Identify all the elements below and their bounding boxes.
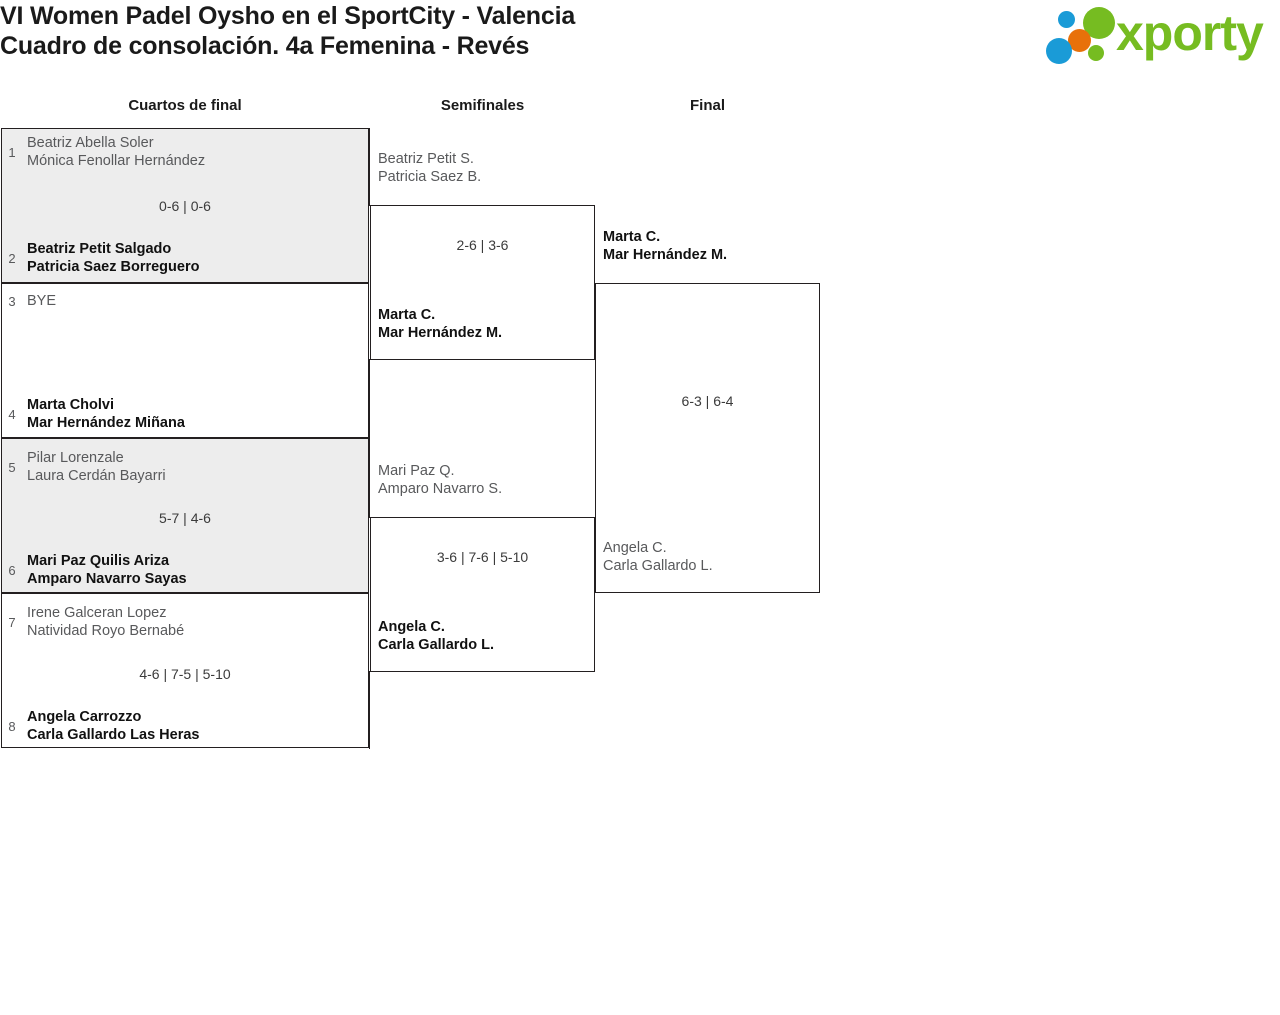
page-header: VI Women Padel Oysho en el SportCity - V… xyxy=(0,0,1280,88)
team-row[interactable]: Marta C. Mar Hernández M. xyxy=(595,226,820,266)
team-row[interactable]: 7 Irene Galceran Lopez Natividad Royo Be… xyxy=(1,602,369,642)
team-row[interactable]: 6 Mari Paz Quilis Ariza Amparo Navarro S… xyxy=(1,550,369,590)
connector-line xyxy=(594,592,595,672)
connector-line xyxy=(594,205,595,284)
seed-number: 4 xyxy=(8,406,16,422)
tournament-subtitle: Cuadro de consolación. 4a Femenina - Rev… xyxy=(0,32,530,60)
match-box-semifinal-2[interactable] xyxy=(370,517,595,672)
match-box-final[interactable] xyxy=(595,283,820,593)
connector-line xyxy=(369,671,370,749)
match-box-quarterfinal-4[interactable] xyxy=(1,593,369,748)
player-name: Carla Gallardo L. xyxy=(603,558,713,574)
seed-number: 6 xyxy=(8,562,16,578)
team-players: Angela Carrozzo Carla Gallardo Las Heras xyxy=(23,708,199,744)
team-row[interactable]: 3 BYE xyxy=(1,290,369,312)
tournament-name: VI Women Padel Oysho en el SportCity - V… xyxy=(0,2,576,30)
player-name: Patricia Saez B. xyxy=(378,169,482,185)
player-name: Mari Paz Quilis Ariza xyxy=(27,553,170,569)
seed-number: 2 xyxy=(8,250,16,266)
player-name: Beatriz Abella Soler xyxy=(27,135,154,151)
team-players: Irene Galceran Lopez Natividad Royo Bern… xyxy=(23,604,184,640)
round-header-semifinals: Semifinales xyxy=(440,97,525,114)
team-players: Marta C. Mar Hernández M. xyxy=(370,306,502,342)
team-players: Beatriz Abella Soler Mónica Fenollar Her… xyxy=(23,134,205,170)
player-name: Amparo Navarro S. xyxy=(378,481,503,497)
player-name: Mónica Fenollar Hernández xyxy=(27,153,206,169)
player-name: Mar Hernández Miñana xyxy=(27,415,185,431)
seed-number: 8 xyxy=(8,718,16,734)
seed-number: 7 xyxy=(8,614,16,630)
team-row[interactable]: Angela C. Carla Gallardo L. xyxy=(370,616,595,656)
player-name: Carla Gallardo Las Heras xyxy=(27,727,200,743)
logo-dot-blue-large-icon xyxy=(1046,38,1072,64)
connector-line xyxy=(369,438,370,518)
round-header-quarterfinals: Cuartos de final xyxy=(128,97,242,114)
team-row[interactable]: 5 Pilar Lorenzale Laura Cerdán Bayarri xyxy=(1,447,369,487)
logo-wordmark: xporty xyxy=(1116,5,1264,61)
team-players: Marta Cholvi Mar Hernández Miñana xyxy=(23,396,185,432)
player-name: Angela Carrozzo xyxy=(27,709,142,725)
seed-number: 5 xyxy=(8,459,16,475)
page-title: VI Women Padel Oysho en el SportCity - V… xyxy=(0,1,575,61)
team-players: Mari Paz Quilis Ariza Amparo Navarro Say… xyxy=(23,552,187,588)
team-row[interactable]: Beatriz Petit S. Patricia Saez B. xyxy=(370,148,595,188)
team-row[interactable]: 2 Beatriz Petit Salgado Patricia Saez Bo… xyxy=(1,238,369,278)
logo-dot-orange-icon xyxy=(1068,29,1091,52)
player-name: Natividad Royo Bernabé xyxy=(27,623,185,639)
match-score: 3-6 | 7-6 | 5-10 xyxy=(436,549,529,565)
team-players: Beatriz Petit Salgado Patricia Saez Borr… xyxy=(23,240,199,276)
match-box-quarterfinal-2[interactable] xyxy=(1,283,369,438)
connector-line xyxy=(369,359,370,439)
team-players: BYE xyxy=(23,292,56,310)
team-row[interactable]: Marta C. Mar Hernández M. xyxy=(370,304,595,344)
connector-line xyxy=(369,128,370,206)
xporty-logo[interactable]: xporty xyxy=(1046,4,1274,64)
team-players: Marta C. Mar Hernández M. xyxy=(595,228,727,264)
player-name: Marta C. xyxy=(603,229,661,245)
team-players: Beatriz Petit S. Patricia Saez B. xyxy=(370,150,481,186)
player-name: Amparo Navarro Sayas xyxy=(27,571,187,587)
team-row[interactable]: 8 Angela Carrozzo Carla Gallardo Las Her… xyxy=(1,706,369,746)
team-row[interactable]: 4 Marta Cholvi Mar Hernández Miñana xyxy=(1,394,369,434)
player-name: Beatriz Petit S. xyxy=(378,151,474,167)
player-name: Beatriz Petit Salgado xyxy=(27,241,172,257)
team-players: Angela C. Carla Gallardo L. xyxy=(595,539,713,575)
player-name: Laura Cerdán Bayarri xyxy=(27,468,166,484)
team-players: Angela C. Carla Gallardo L. xyxy=(370,618,494,654)
player-name: Mari Paz Q. xyxy=(378,463,455,479)
team-row[interactable]: Mari Paz Q. Amparo Navarro S. xyxy=(370,460,595,500)
match-score: 4-6 | 7-5 | 5-10 xyxy=(139,666,231,682)
player-name: Patricia Saez Borreguero xyxy=(27,259,200,275)
player-name: Irene Galceran Lopez xyxy=(27,605,167,621)
seed-number: 1 xyxy=(8,144,16,160)
round-header-final: Final xyxy=(689,97,725,114)
match-box-quarterfinal-1[interactable] xyxy=(1,128,369,283)
team-players: Mari Paz Q. Amparo Navarro S. xyxy=(370,462,502,498)
player-name: Marta Cholvi xyxy=(27,397,115,413)
team-players: Pilar Lorenzale Laura Cerdán Bayarri xyxy=(23,449,166,485)
player-name: Carla Gallardo L. xyxy=(378,637,495,653)
team-row[interactable]: Angela C. Carla Gallardo L. xyxy=(595,537,820,577)
match-score: 6-3 | 6-4 xyxy=(681,393,734,409)
match-score: 2-6 | 3-6 xyxy=(456,237,509,253)
player-name: Angela C. xyxy=(378,619,445,635)
match-box-semifinal-1[interactable] xyxy=(370,205,595,360)
match-score: 5-7 | 4-6 xyxy=(159,510,211,526)
player-name: Pilar Lorenzale xyxy=(27,450,124,466)
player-name: Mar Hernández M. xyxy=(603,247,728,263)
player-name: Mar Hernández M. xyxy=(378,325,503,341)
player-name: Angela C. xyxy=(603,540,667,556)
player-name: Marta C. xyxy=(378,307,436,323)
logo-dot-blue-small-icon xyxy=(1058,11,1075,28)
match-score: 0-6 | 0-6 xyxy=(159,198,211,214)
player-name: BYE xyxy=(27,293,57,309)
team-row[interactable]: 1 Beatriz Abella Soler Mónica Fenollar H… xyxy=(1,132,369,172)
logo-dot-green-small-icon xyxy=(1088,45,1104,61)
seed-number: 3 xyxy=(8,293,16,309)
match-box-quarterfinal-3[interactable] xyxy=(1,438,369,593)
